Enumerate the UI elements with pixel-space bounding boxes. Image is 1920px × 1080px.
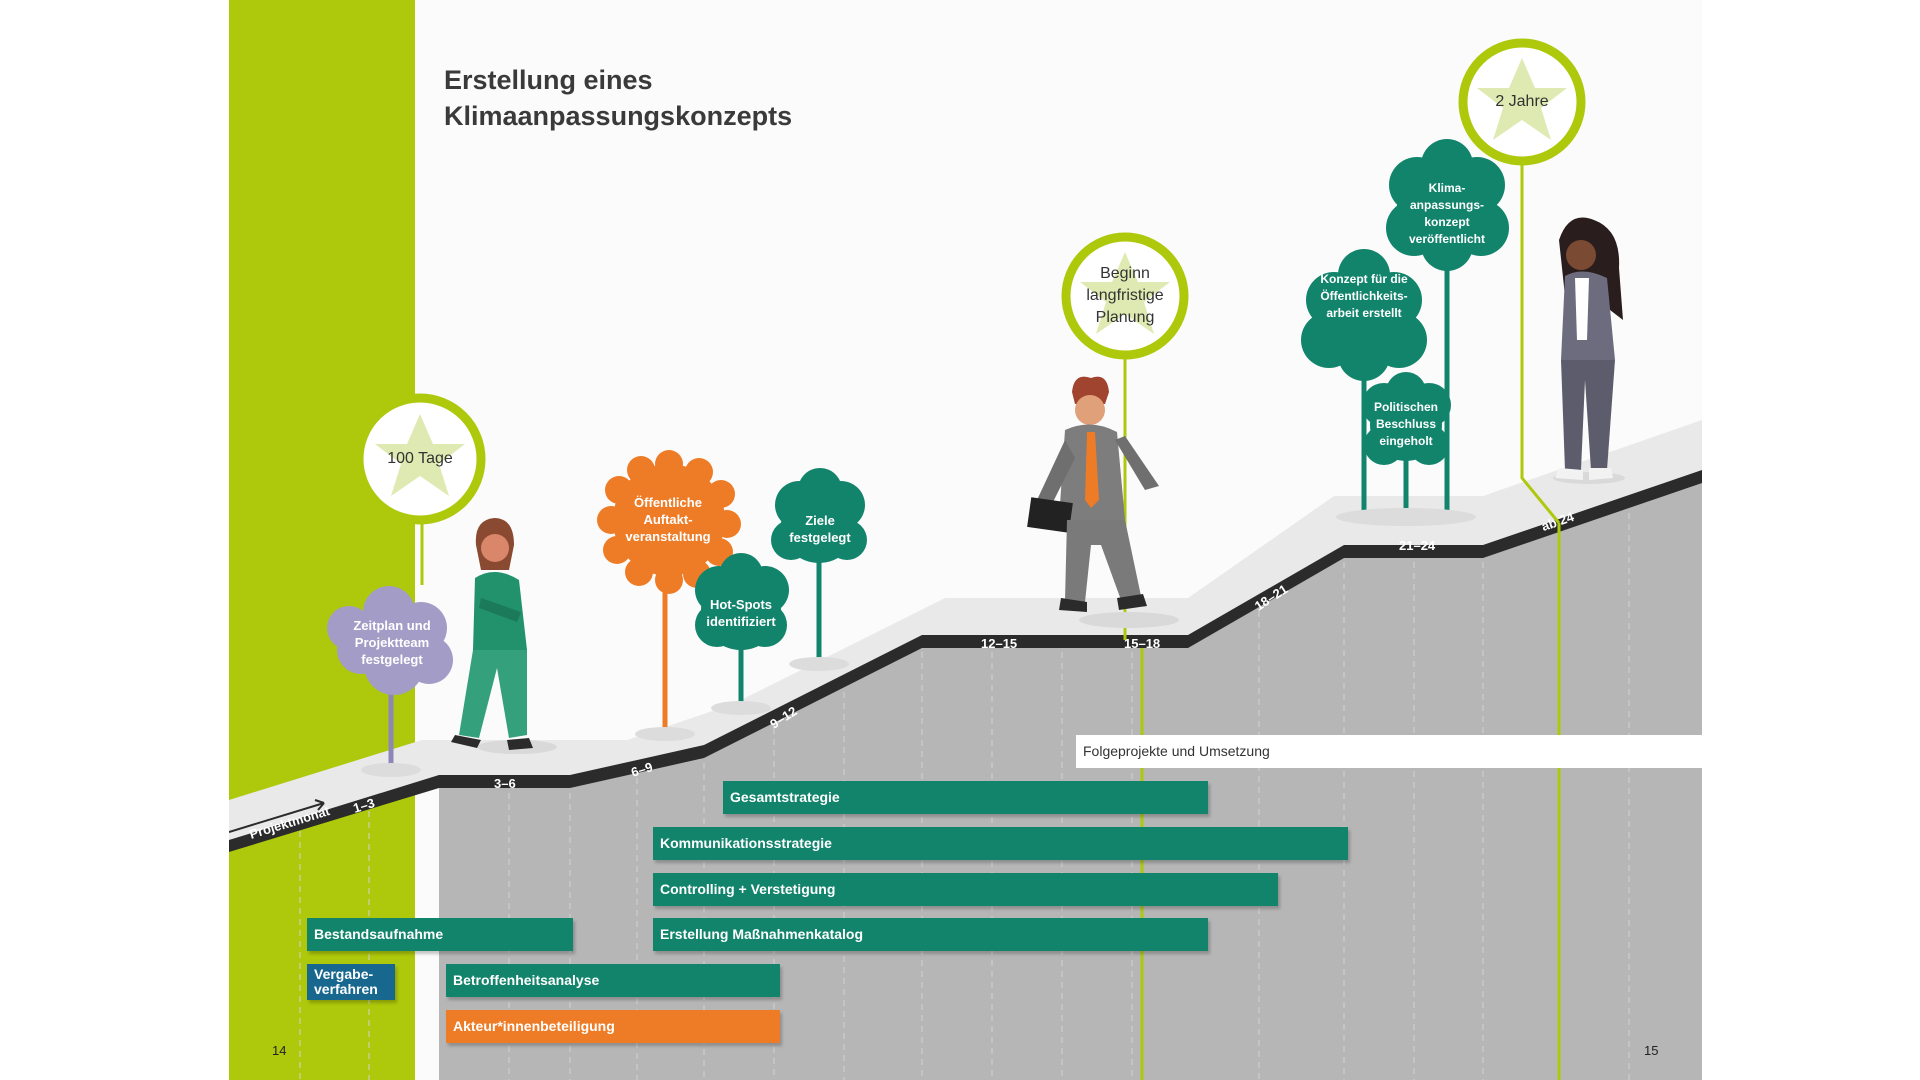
milestone-beginn bbox=[1061, 232, 1189, 360]
page-title: Erstellung eines Klimaanpassungskonzepts bbox=[444, 62, 792, 134]
bar-betroffenheitsanalyse: Betroffenheitsanalyse bbox=[446, 964, 780, 997]
bar-massnahmenkatalog: Erstellung Maßnahmenkatalog bbox=[653, 918, 1208, 951]
tree-crown-beschluss bbox=[1362, 372, 1451, 465]
bar-akteurinnenbeteiligung: Akteur*innenbeteiligung bbox=[446, 1010, 780, 1043]
bar-vergabeverfahren: Vergabe-verfahren bbox=[307, 964, 395, 1000]
tree-label-klima: Klima-anpassungs-konzept veröffentlicht bbox=[1408, 181, 1485, 246]
star-icon bbox=[375, 414, 465, 496]
month-label: 12–15 bbox=[981, 636, 1018, 651]
milestone-label-100: 100 Tage bbox=[387, 450, 453, 467]
star-icon bbox=[1080, 252, 1170, 334]
star-icon bbox=[1477, 58, 1567, 140]
tree-label-ziele: Ziele festgelegt bbox=[789, 513, 851, 545]
title-line-2: Klimaanpassungskonzepts bbox=[444, 101, 793, 131]
tree-label-auftakt: Öffentliche Auftakt-veranstaltung bbox=[625, 495, 711, 544]
milestone-label-2-jahre: 2 Jahre bbox=[1495, 93, 1549, 110]
woman-green-suit bbox=[451, 518, 557, 754]
tree-crown-klima bbox=[1386, 139, 1509, 271]
direction-arrow bbox=[229, 802, 325, 833]
month-label: 3–6 bbox=[494, 776, 516, 791]
tree-label-beschluss: Politischen Beschluss eingeholt bbox=[1373, 400, 1438, 448]
month-label: 21–24 bbox=[1399, 538, 1436, 553]
month-label: 15–18 bbox=[1124, 636, 1161, 651]
bar-kommunikationsstrategie: Kommunikationsstrategie bbox=[653, 827, 1348, 860]
bar-gesamtstrategie: Gesamtstrategie bbox=[723, 781, 1208, 814]
milestone-100-tage bbox=[354, 393, 486, 525]
tree-crown-zeitplan bbox=[327, 586, 453, 695]
milestone-trees bbox=[327, 139, 1509, 777]
milestone-label-beginn: Beginn langfristige Planung bbox=[1086, 265, 1164, 326]
tree-label-zeitplan: Zeitplan und Projektteam festgelegt bbox=[353, 618, 431, 667]
milestone-2-jahre bbox=[1458, 38, 1586, 166]
tree-label-hotspots: Hot-Spots identifiziert bbox=[706, 597, 776, 629]
title-line-1: Erstellung eines bbox=[444, 65, 653, 95]
bar-controlling: Controlling + Verstetigung bbox=[653, 873, 1278, 906]
double-page-spread: Erstellung eines Klimaanpassungskonzepts… bbox=[229, 0, 1702, 1080]
man-gray-suit bbox=[1027, 376, 1179, 628]
milestone-badges bbox=[354, 38, 1586, 525]
page-number-left: 14 bbox=[272, 1043, 287, 1058]
tree-crown-konzept-oeff bbox=[1301, 249, 1427, 381]
woman-dark-suit bbox=[1553, 217, 1625, 484]
tree-label-konzept-oeff: Konzept für die Öffentlichkeits-arbeit e… bbox=[1320, 272, 1408, 320]
tree-crown-ziele bbox=[771, 468, 867, 563]
people-illustrations bbox=[451, 217, 1625, 754]
bar-bestandsaufnahme: Bestandsaufnahme bbox=[307, 918, 573, 951]
page-number-right: 15 bbox=[1644, 1043, 1659, 1058]
tree-crown-hotspots bbox=[695, 553, 789, 650]
bar-folgeprojekte: Folgeprojekte und Umsetzung bbox=[1076, 735, 1702, 768]
walking-path bbox=[229, 420, 1702, 840]
